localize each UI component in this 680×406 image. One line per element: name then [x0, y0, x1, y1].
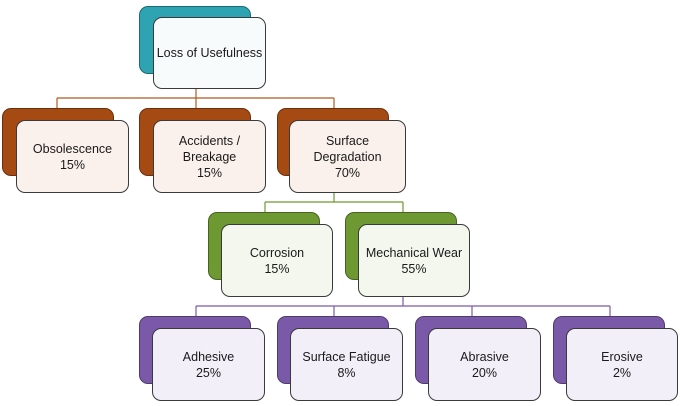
- node-value: 8%: [337, 365, 356, 380]
- node-front-panel: Obsolescence 15%: [16, 120, 129, 193]
- node-front-panel: Accidents / Breakage 15%: [153, 120, 266, 193]
- node-loss-of-usefulness: Loss of Usefulness: [139, 6, 267, 90]
- node-value: 15%: [59, 157, 86, 172]
- node-label: Adhesive: [182, 349, 235, 364]
- node-accidents-breakage: Accidents / Breakage 15%: [139, 108, 266, 193]
- node-front-panel: Corrosion 15%: [221, 224, 333, 297]
- node-label: Obsolescence: [32, 141, 113, 156]
- node-label: Accidents /: [178, 133, 241, 148]
- node-front-panel: Loss of Usefulness: [153, 17, 266, 89]
- node-front-panel: Surface Fatigue 8%: [290, 328, 403, 401]
- node-value: 15%: [264, 261, 290, 276]
- node-corrosion: Corrosion 15%: [208, 212, 334, 297]
- node-label: Mechanical Wear: [365, 245, 463, 260]
- node-label: Erosive: [601, 349, 643, 364]
- node-front-panel: Mechanical Wear 55%: [358, 224, 470, 297]
- node-abrasive: Abrasive 20%: [415, 316, 542, 402]
- node-front-panel: Erosive 2%: [566, 328, 678, 401]
- node-value: 55%: [401, 261, 427, 276]
- node-front-panel: Adhesive 25%: [152, 328, 265, 401]
- node-label-line2: Breakage: [182, 149, 237, 164]
- node-label: Surface Fatigue: [302, 349, 391, 364]
- node-mechanical-wear: Mechanical Wear 55%: [345, 212, 471, 297]
- node-value: 20%: [471, 365, 498, 380]
- node-adhesive: Adhesive 25%: [139, 316, 266, 402]
- node-surface-fatigue: Surface Fatigue 8%: [277, 316, 404, 402]
- node-value: 2%: [612, 365, 632, 380]
- node-label-line2: Degradation: [313, 149, 382, 164]
- node-label: Surface: [325, 133, 370, 148]
- node-label: Corrosion: [249, 245, 305, 260]
- node-erosive: Erosive 2%: [553, 316, 679, 402]
- node-obsolescence: Obsolescence 15%: [2, 108, 129, 193]
- node-front-panel: Surface Degradation 70%: [289, 120, 406, 193]
- node-front-panel: Abrasive 20%: [428, 328, 541, 401]
- node-value: 15%: [196, 165, 223, 180]
- node-value: 70%: [334, 165, 361, 180]
- node-label: Loss of Usefulness: [156, 46, 263, 60]
- node-value: 25%: [195, 365, 222, 380]
- node-label: Abrasive: [460, 349, 509, 364]
- node-surface-degradation: Surface Degradation 70%: [277, 108, 407, 193]
